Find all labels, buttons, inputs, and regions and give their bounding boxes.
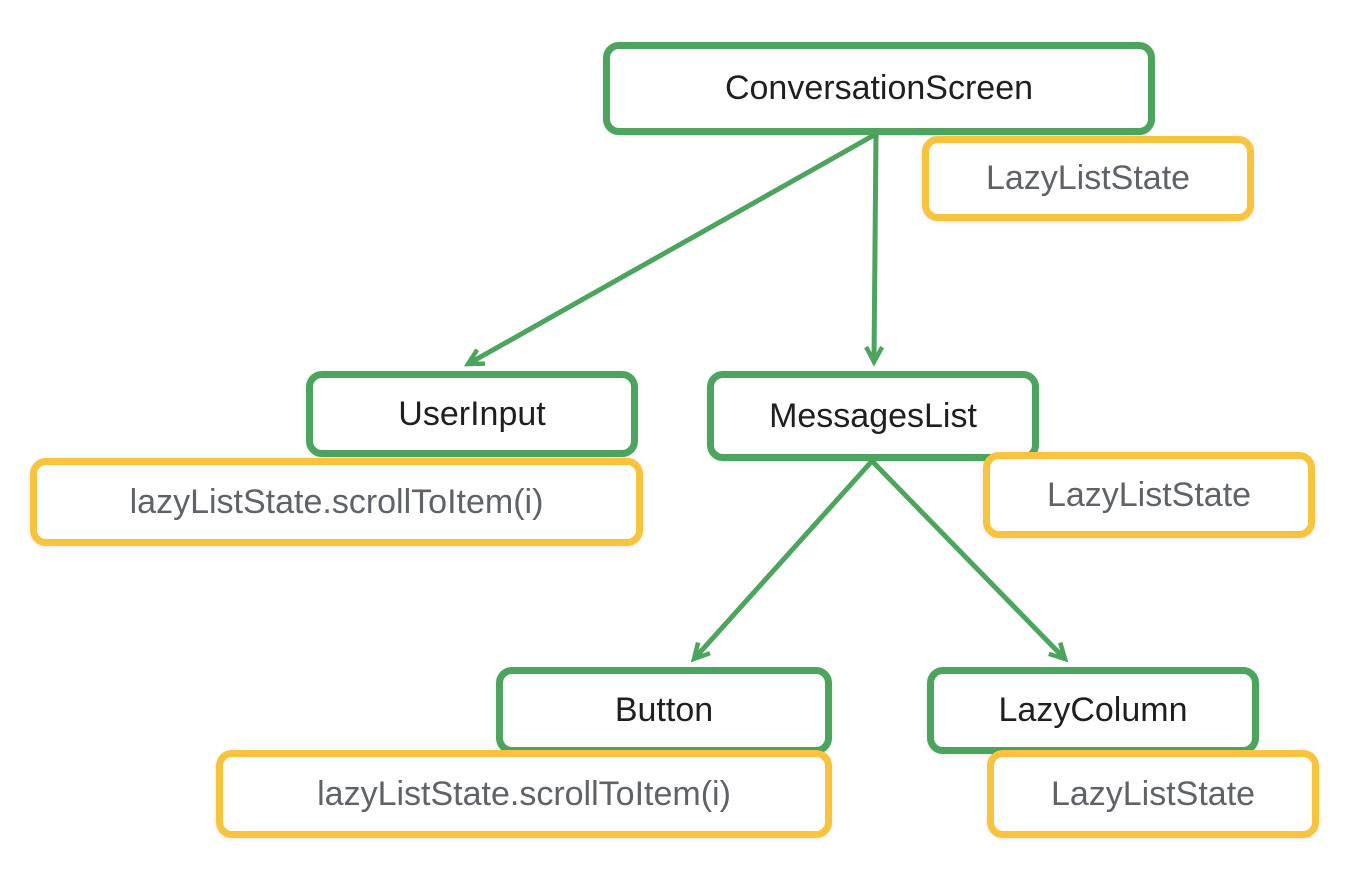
node-button: Button: [496, 667, 832, 754]
node-label-messages-list: MessagesList: [769, 396, 977, 435]
state-label-messages-list: LazyListState: [1046, 475, 1252, 514]
node-user-input: UserInput: [306, 371, 638, 457]
state-label-conversation-screen: LazyListState: [985, 159, 1191, 197]
state-box-lazy-column: LazyListState: [987, 750, 1319, 838]
state-box-user-input: lazyListState.scrollToItem(i): [30, 458, 643, 546]
state-label-lazy-column: LazyListState: [1050, 774, 1256, 813]
node-conversation-screen: ConversationScreen: [603, 42, 1155, 135]
node-label-user-input: UserInput: [398, 394, 546, 433]
node-label-button: Button: [614, 691, 714, 729]
node-label-lazy-column: LazyColumn: [998, 691, 1188, 729]
edge-conversationscreen-to-messageslist: [864, 133, 885, 367]
state-label-user-input: lazyListState.scrollToItem(i): [129, 482, 544, 521]
state-label-button: lazyListState.scrollToItem(i): [317, 774, 731, 813]
state-box-messages-list: LazyListState: [983, 452, 1315, 538]
state-box-conversation-screen: LazyListState: [922, 136, 1254, 221]
node-label-conversation-screen: ConversationScreen: [724, 69, 1034, 107]
edge-conversationscreen-to-userinput: [463, 131, 878, 367]
state-box-button: lazyListState.scrollToItem(i): [216, 750, 832, 838]
node-lazy-column: LazyColumn: [927, 667, 1259, 754]
edge-messageslist-to-lazycolumn: [870, 459, 1069, 663]
edge-messageslist-to-button: [690, 459, 874, 663]
node-messages-list: MessagesList: [707, 371, 1039, 461]
